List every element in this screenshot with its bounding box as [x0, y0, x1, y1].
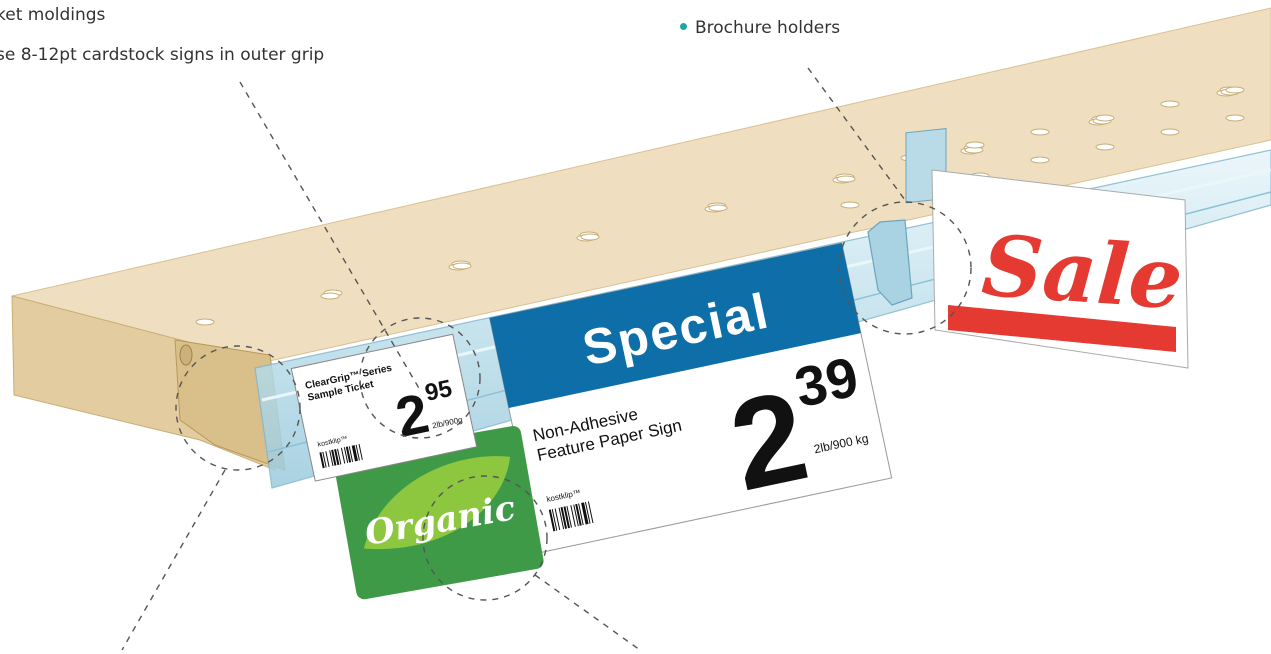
callout-moldings-text: ket moldings — [0, 5, 105, 25]
peg-hole — [1096, 115, 1114, 121]
peg-hole — [841, 202, 859, 208]
peg-hole — [1226, 115, 1244, 121]
callout-brochure-text: Brochure holders — [695, 18, 840, 38]
leader-organic — [535, 575, 640, 650]
sale-text: Sale — [979, 216, 1186, 329]
peg-hole — [1031, 129, 1049, 135]
peg-hole — [581, 234, 599, 240]
peg-hole — [453, 263, 471, 269]
peg-hole — [196, 319, 214, 325]
peg-hole — [1096, 144, 1114, 150]
peg-hole — [966, 142, 984, 148]
callout-cardstock: se 8-12pt cardstock signs in outer grip — [0, 45, 324, 65]
peg-hole — [321, 293, 339, 299]
special-price-cents: 39 — [789, 345, 863, 420]
ticket-price-cents: 95 — [423, 375, 455, 407]
peg-hole — [1226, 87, 1244, 93]
callout-brochure: Brochure holders — [680, 18, 840, 38]
bracket-hole — [180, 345, 192, 365]
peg-hole — [1161, 129, 1179, 135]
peg-hole — [709, 205, 727, 211]
bullet-icon — [680, 23, 687, 30]
callout-cardstock-text: se 8-12pt cardstock signs in outer grip — [0, 45, 324, 65]
callout-moldings: ket moldings — [0, 5, 105, 25]
peg-hole — [837, 176, 855, 182]
leader-molding — [122, 470, 225, 650]
peg-hole — [1031, 157, 1049, 163]
peg-hole — [1161, 101, 1179, 107]
